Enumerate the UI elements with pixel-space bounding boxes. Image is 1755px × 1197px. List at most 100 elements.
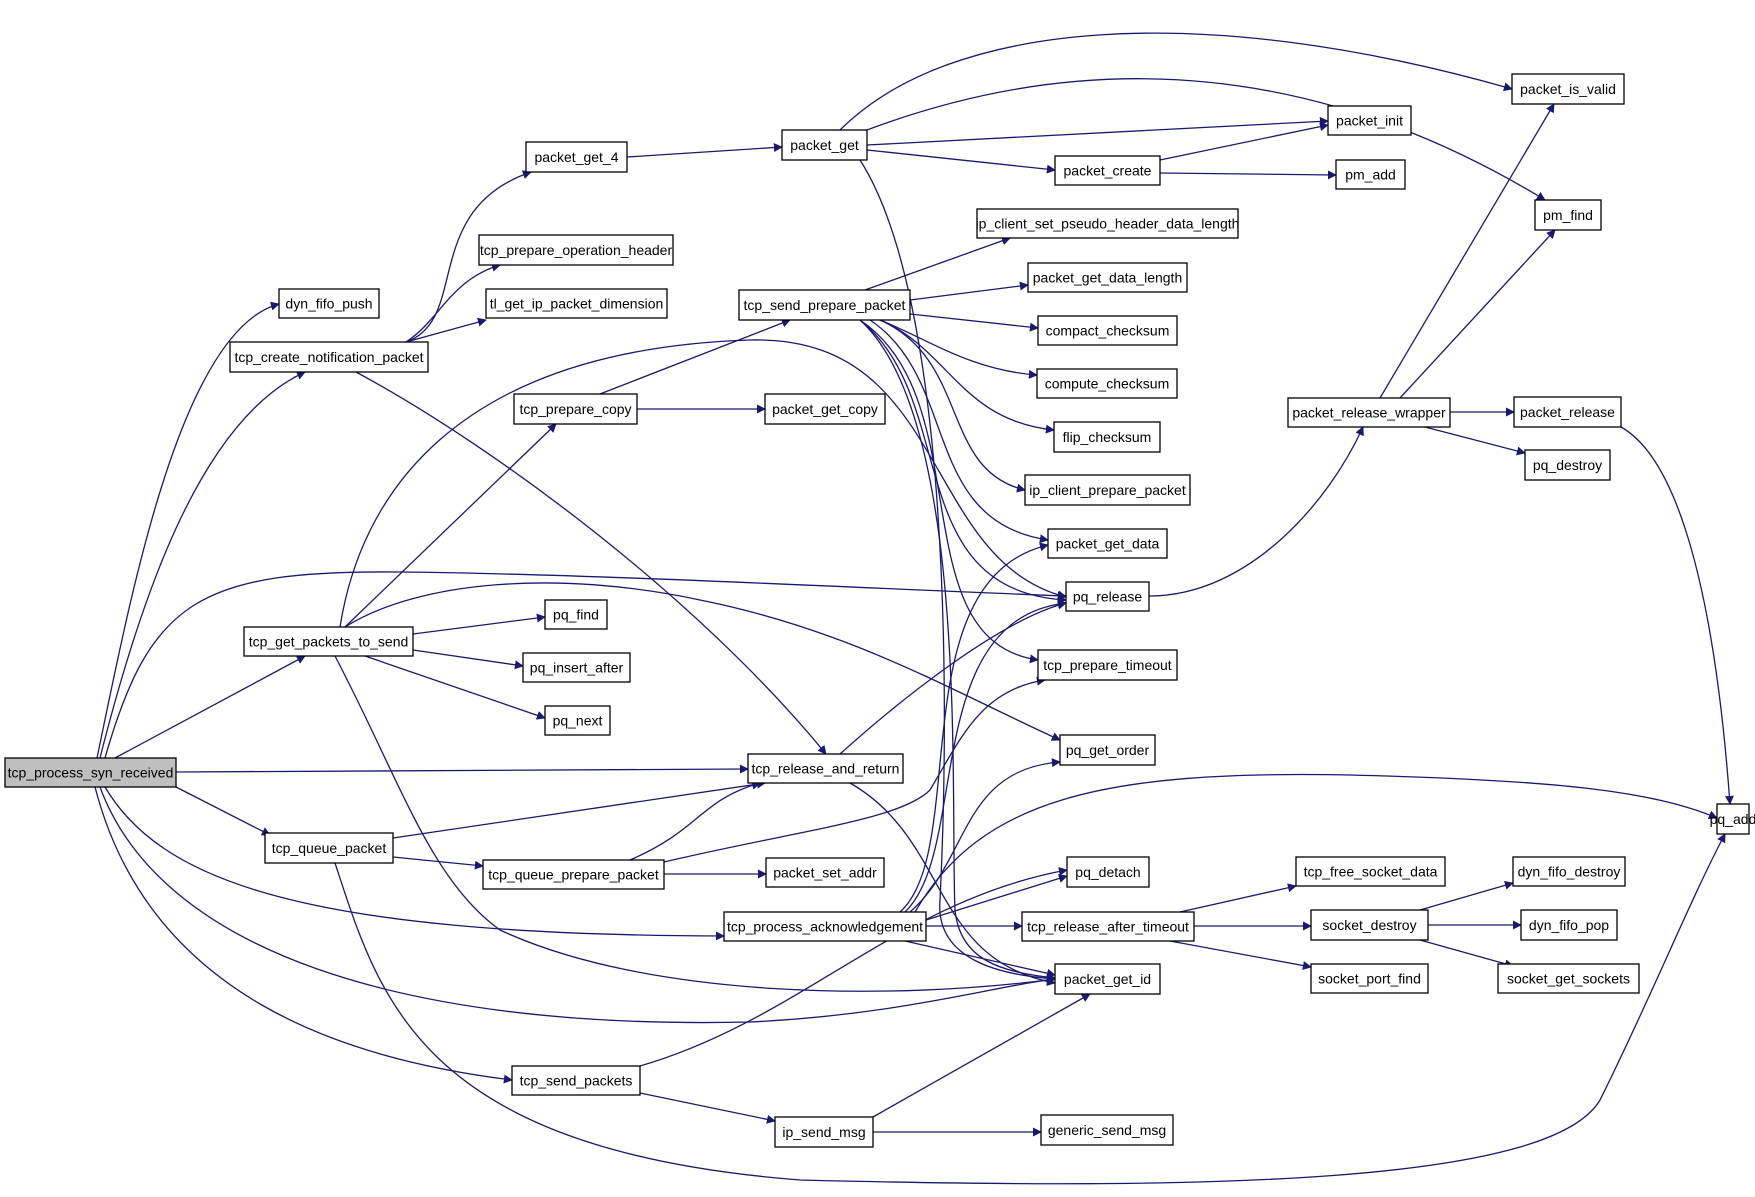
node-tcp-queue-prepare-packet[interactable]: tcp_queue_prepare_packet — [482, 859, 665, 890]
node-packet-create[interactable]: packet_create — [1054, 155, 1161, 186]
node-box — [522, 652, 631, 683]
node-box — [511, 1065, 641, 1096]
node-ip-send-msg[interactable]: ip_send_msg — [774, 1116, 874, 1148]
edge-packet_get_4-to-packet_get — [626, 143, 783, 158]
edge-tcp_process_syn_received-to-tcp_release_and_return — [175, 764, 749, 774]
edge-tcp_process_syn_received-to-pq_release — [104, 571, 1067, 759]
node-packet-get[interactable]: packet_get — [781, 129, 868, 161]
edge-packet_get-to-packet_is_valid — [839, 32, 1513, 131]
node-packet-set-addr[interactable]: packet_set_addr — [765, 857, 885, 888]
node-socket-get-sockets[interactable]: socket_get_sockets — [1497, 963, 1640, 994]
node-box — [774, 1116, 874, 1148]
node-packet-get-copy[interactable]: packet_get_copy — [764, 393, 886, 425]
node-box — [1310, 963, 1429, 994]
node-tcp-prepare-copy[interactable]: tcp_prepare_copy — [513, 393, 638, 425]
node-pm-find[interactable]: pm_find — [1534, 199, 1602, 231]
node-packet-init[interactable]: packet_init — [1327, 105, 1412, 136]
node-compute-checksum[interactable]: compute_checksum — [1036, 368, 1178, 399]
edge-packet_get-to-packet_create — [866, 149, 1056, 174]
node-pq-destroy[interactable]: pq_destroy — [1524, 449, 1611, 481]
node-pq-insert-after[interactable]: pq_insert_after — [522, 652, 631, 683]
node-box — [1327, 105, 1412, 136]
node-dyn-fifo-destroy[interactable]: dyn_fifo_destroy — [1512, 856, 1626, 887]
node-label: packet_get_copy — [772, 401, 878, 417]
node-pq-find[interactable]: pq_find — [544, 599, 608, 630]
node-box — [765, 857, 885, 888]
node-box — [723, 911, 927, 942]
node-flip-checksum[interactable]: flip_checksum — [1053, 421, 1161, 453]
node-label: packet_get_4 — [534, 149, 618, 165]
edge-tcp_get_packets_to_send-to-pq_find — [412, 613, 546, 635]
edge-tcp_prepare_copy-to-tcp_send_prepare_packet — [599, 318, 791, 395]
edge-tcp_process_syn_received-to-tcp_create_notification_packet — [99, 371, 306, 759]
node-box — [781, 129, 868, 161]
node-tcp-process-acknowledgement[interactable]: tcp_process_acknowledgement — [723, 911, 927, 942]
edge-tcp_send_packets-to-ip_send_msg — [639, 1092, 776, 1124]
node-tcp-get-packets-to-send[interactable]: tcp_get_packets_to_send — [243, 626, 414, 657]
edge-tcp_process_acknowledgement-to-pq_add — [914, 773, 1718, 913]
node-ip-client-set-pseudo-header-data-length[interactable]: ip_client_set_pseudo_header_data_length — [976, 208, 1240, 239]
node-box — [738, 289, 911, 321]
node-box — [1054, 963, 1161, 995]
node-label: tcp_create_notification_packet — [234, 349, 423, 365]
node-tl-get-ip-packet-dimension[interactable]: tl_get_ip_packet_dimension — [485, 288, 668, 319]
node-tcp-prepare-operation-header[interactable]: tcp_prepare_operation_header — [478, 234, 674, 266]
edge-tcp_process_syn_received-to-packet_get_id — [99, 786, 1056, 1024]
node-tcp-release-and-return[interactable]: tcp_release_and_return — [747, 753, 904, 784]
node-packet-release[interactable]: packet_release — [1513, 396, 1622, 428]
node-pq-release[interactable]: pq_release — [1065, 581, 1150, 612]
node-box — [1524, 449, 1611, 481]
node-label: ip_client_set_pseudo_header_data_length — [976, 216, 1240, 232]
node-pm-add[interactable]: pm_add — [1335, 159, 1406, 190]
node-label: tcp_queue_packet — [272, 840, 387, 856]
node-tcp-process-syn-received[interactable]: tcp_process_syn_received — [4, 757, 177, 788]
node-box — [1295, 856, 1446, 887]
node-packet-get-4[interactable]: packet_get_4 — [525, 141, 628, 173]
node-box — [1310, 909, 1429, 941]
node-socket-destroy[interactable]: socket_destroy — [1310, 909, 1429, 941]
edge-tcp_queue_packet-to-pq_add — [334, 833, 1726, 1185]
node-pq-next[interactable]: pq_next — [544, 705, 611, 736]
node-tcp-send-packets[interactable]: tcp_send_packets — [511, 1065, 641, 1096]
node-label: pm_add — [1345, 167, 1396, 183]
node-socket-port-find[interactable]: socket_port_find — [1310, 963, 1429, 994]
node-compact-checksum[interactable]: compact_checksum — [1037, 315, 1178, 346]
node-generic-send-msg[interactable]: generic_send_msg — [1040, 1114, 1174, 1146]
node-packet-release-wrapper[interactable]: packet_release_wrapper — [1287, 397, 1451, 428]
node-packet-get-id[interactable]: packet_get_id — [1054, 963, 1161, 995]
node-tcp-create-notification-packet[interactable]: tcp_create_notification_packet — [229, 341, 429, 373]
edge-socket_destroy-to-dyn_fifo_destroy — [1419, 880, 1514, 911]
node-label: packet_get_id — [1064, 971, 1151, 987]
node-box — [482, 859, 665, 890]
node-dyn-fifo-push[interactable]: dyn_fifo_push — [278, 288, 380, 319]
edge-tcp_create_notification_packet-to-packet_get_4 — [405, 170, 532, 343]
node-label: generic_send_msg — [1048, 1122, 1166, 1138]
edge-tcp_send_prepare_packet-to-packet_get_id — [859, 319, 1056, 982]
node-pq-add[interactable]: pq_add — [1710, 803, 1755, 835]
node-ip-client-prepare-packet[interactable]: ip_client_prepare_packet — [1024, 474, 1191, 506]
edge-tcp_get_packets_to_send-to-pq_next — [364, 655, 546, 720]
node-tcp-send-prepare-packet[interactable]: tcp_send_prepare_packet — [738, 289, 911, 321]
node-tcp-release-after-timeout[interactable]: tcp_release_after_timeout — [1021, 911, 1195, 942]
node-tcp-prepare-timeout[interactable]: tcp_prepare_timeout — [1037, 649, 1178, 681]
node-label: packet_release — [1520, 404, 1615, 420]
edge-tcp_send_prepare_packet-to-compact_checksum — [909, 313, 1039, 332]
node-box — [1040, 1114, 1174, 1146]
node-tcp-queue-packet[interactable]: tcp_queue_packet — [264, 832, 394, 864]
edge-tcp_send_prepare_packet-to-compute_checksum — [879, 319, 1038, 379]
node-pq-detach[interactable]: pq_detach — [1066, 856, 1150, 888]
edge-packet_release-to-pq_add — [1620, 426, 1734, 805]
edge-tcp_process_syn_received-to-dyn_fifo_push — [96, 301, 280, 759]
edge-tcp_release_and_return-to-packet_get_id — [849, 782, 1056, 986]
node-dyn-fifo-pop[interactable]: dyn_fifo_pop — [1520, 909, 1618, 941]
node-packet-get-data[interactable]: packet_get_data — [1047, 528, 1168, 559]
edge-tcp_get_packets_to_send-to-packet_get_id — [334, 655, 1056, 992]
edge-socket_destroy-to-socket_get_sockets — [1419, 939, 1514, 969]
node-packet-get-data-length[interactable]: packet_get_data_length — [1027, 262, 1188, 293]
edge-pq_release-to-packet_release_wrapper — [1148, 426, 1364, 597]
node-packet-is-valid[interactable]: packet_is_valid — [1511, 73, 1625, 105]
node-label: pq_insert_after — [530, 660, 624, 676]
node-pq-get-order[interactable]: pq_get_order — [1059, 734, 1156, 766]
node-tcp-free-socket-data[interactable]: tcp_free_socket_data — [1295, 856, 1446, 887]
node-box — [1520, 909, 1618, 941]
